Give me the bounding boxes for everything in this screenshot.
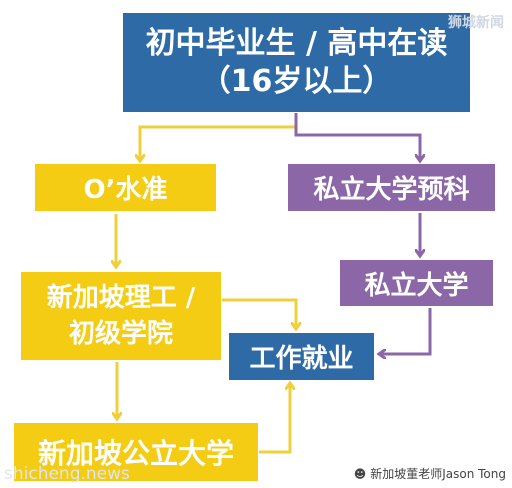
arrow-poly-to-work [222,298,296,328]
public-university-box: 新加坡公立大学 [14,423,258,481]
polytechnic-jc-line1: 新加坡理工 / [46,283,196,313]
start-box-line2: （16岁以上） [200,63,393,99]
start-box-line1: 初中毕业生 / 高中在读 [145,25,448,61]
polytechnic-jc-box: 新加坡理工 / 初级学院 [21,272,221,360]
wechat-icon: ☻ [353,466,367,481]
polytechnic-jc-line2: 初级学院 [68,319,173,349]
start-box: 初中毕业生 / 高中在读 （16岁以上） [123,13,470,112]
olevel-box: O’水准 [35,164,216,211]
watermark-top-right: 狮城新闻 [448,15,504,31]
arrow-university-to-work [259,384,290,454]
private-preparatory-box: 私立大学预科 [288,164,495,211]
arrow-start-to-olevel [140,113,298,160]
private-university-box: 私立大学 [340,260,493,306]
employment-box: 工作就业 [229,333,374,380]
watermark-bottom-left: shicheng.news [4,464,130,484]
watermark-bottom-right: ☻ 新加坡董老师Jason Tong [354,465,506,482]
watermark-bottom-right-text: 新加坡董老师Jason Tong [370,467,506,481]
arrow-start-to-preparatory [294,113,420,160]
arrow-private-university-to-work [380,308,432,354]
